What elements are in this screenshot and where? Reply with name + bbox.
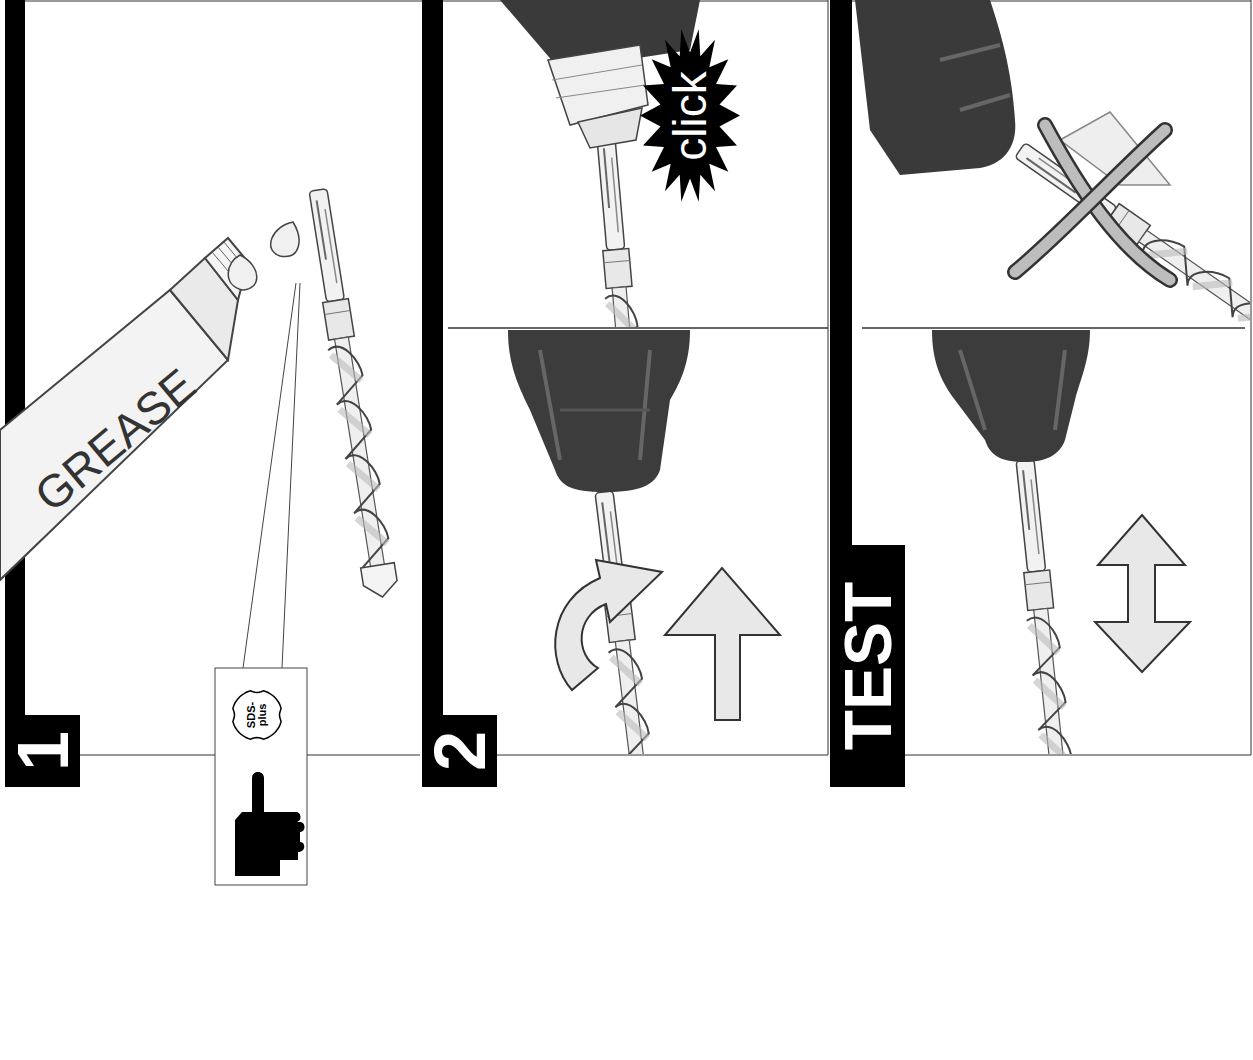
test-tab: TEST: [830, 545, 905, 787]
click-starburst: click: [640, 28, 740, 203]
node-text: 2: [424, 731, 496, 771]
step-tab: 2: [422, 715, 497, 787]
node-text: click: [667, 71, 713, 160]
sds-plus-badge: SDS- plus: [229, 687, 285, 743]
node-text: 1: [7, 731, 79, 771]
node-text: TEST: [835, 582, 901, 751]
node-text: SDS- plus: [246, 700, 268, 730]
step-tab: 1: [5, 715, 80, 787]
